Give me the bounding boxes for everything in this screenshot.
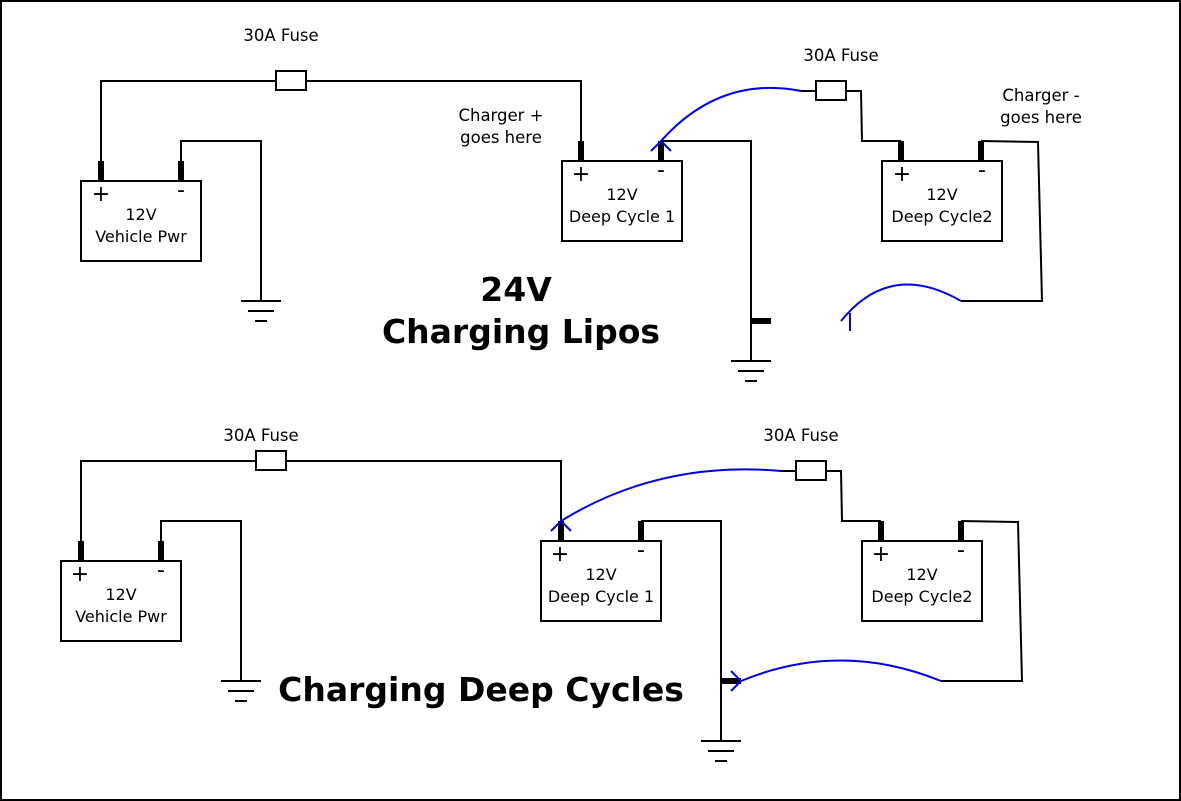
- wire-dc2-negative: [961, 140, 1044, 302]
- wire-vehicle-positive: [80, 460, 256, 543]
- fuse-label: 30A Fuse: [243, 26, 318, 45]
- minus-sign: -: [177, 178, 185, 203]
- wire-to-dc2-positive: [826, 470, 881, 522]
- battery-body: [540, 540, 662, 622]
- minus-sign: -: [157, 558, 165, 583]
- diagram-title-line2: Charging Lipos: [382, 312, 660, 351]
- minus-sign: -: [637, 538, 645, 563]
- wire-vehicle-negative: [180, 140, 262, 301]
- minus-sign: -: [978, 158, 986, 183]
- arrow-icon: [730, 670, 743, 692]
- fuse-icon: [815, 80, 847, 101]
- battery-vehicle: + - 12V Vehicle Pwr: [80, 161, 202, 262]
- plus-sign: +: [572, 162, 590, 187]
- wire-to-dc2-positive: [846, 90, 901, 142]
- arrow-icon: [650, 139, 672, 152]
- fuse-label: 30A Fuse: [803, 46, 878, 65]
- battery-body: [80, 180, 202, 262]
- jumper-wire-negative: [740, 659, 942, 682]
- diagram-deep-cycles: 30A Fuse + - 12V Vehicle Pwr + - 12V Dee…: [60, 426, 1024, 762]
- fuse-icon: [255, 450, 287, 471]
- plus-sign: +: [71, 562, 89, 587]
- jumper-wire-positive: [660, 86, 802, 142]
- battery-voltage: 12V: [125, 205, 156, 224]
- charger-negative-note-line1: Charger -: [1002, 86, 1079, 105]
- wire-to-dc1-positive: [306, 80, 582, 143]
- battery-vehicle: + - 12V Vehicle Pwr: [60, 541, 182, 642]
- battery-deep-cycle-1: + - 12V Deep Cycle 1: [540, 521, 662, 622]
- wire-dc2-negative: [941, 520, 1024, 682]
- battery-voltage: 12V: [105, 585, 136, 604]
- minus-sign: -: [957, 538, 965, 563]
- battery-body: [561, 160, 683, 242]
- wire-dc1-negative: [661, 140, 752, 361]
- battery-voltage: 12V: [926, 185, 957, 204]
- battery-deep-cycle-1: + - 12V Deep Cycle 1: [561, 141, 683, 242]
- jumper-wire-positive: [560, 468, 782, 522]
- ground-icon: [701, 740, 741, 762]
- battery-deep-cycle-2: + - 12V Deep Cycle2: [881, 141, 1003, 242]
- fuse-icon: [275, 70, 307, 91]
- battery-name: Deep Cycle2: [891, 207, 992, 226]
- wire-dc1-negative: [641, 520, 722, 741]
- fuse-label: 30A Fuse: [223, 426, 298, 445]
- ground-icon: [221, 680, 261, 702]
- battery-deep-cycle-2: + - 12V Deep Cycle2: [861, 521, 983, 622]
- battery-voltage: 12V: [606, 185, 637, 204]
- plus-sign: +: [893, 162, 911, 187]
- wire-to-dc1-positive: [286, 460, 562, 523]
- battery-body: [861, 540, 983, 622]
- wire-vehicle-positive: [100, 80, 276, 163]
- ground-icon: [241, 300, 281, 322]
- charger-positive-note-line1: Charger +: [458, 106, 543, 125]
- battery-name: Deep Cycle 1: [548, 587, 654, 606]
- charger-positive-note-line2: goes here: [460, 128, 542, 147]
- charger-negative-note-line2: goes here: [1000, 108, 1082, 127]
- diagram-title: Charging Deep Cycles: [278, 670, 684, 709]
- battery-name: Vehicle Pwr: [75, 607, 167, 626]
- plus-sign: +: [92, 182, 110, 207]
- battery-body: [60, 560, 182, 642]
- battery-voltage: 12V: [906, 565, 937, 584]
- minus-sign: -: [657, 158, 665, 183]
- fuse-icon: [795, 460, 827, 481]
- fuse-label: 30A Fuse: [763, 426, 838, 445]
- wire-vehicle-negative: [160, 520, 242, 681]
- battery-name: Deep Cycle2: [871, 587, 972, 606]
- plus-sign: +: [551, 542, 569, 567]
- arrow-icon: [550, 519, 572, 532]
- jumper-wire-negative: [840, 283, 962, 322]
- ground-icon: [731, 360, 771, 382]
- battery-name: Vehicle Pwr: [95, 227, 187, 246]
- battery-voltage: 12V: [585, 565, 616, 584]
- battery-name: Deep Cycle 1: [569, 207, 675, 226]
- diagram-title-line1: 24V: [480, 270, 552, 309]
- battery-body: [881, 160, 1003, 242]
- diagram-lipo: 30A Fuse + - 12V Vehicle Pwr Charger + g…: [80, 26, 1082, 382]
- plus-sign: +: [872, 542, 890, 567]
